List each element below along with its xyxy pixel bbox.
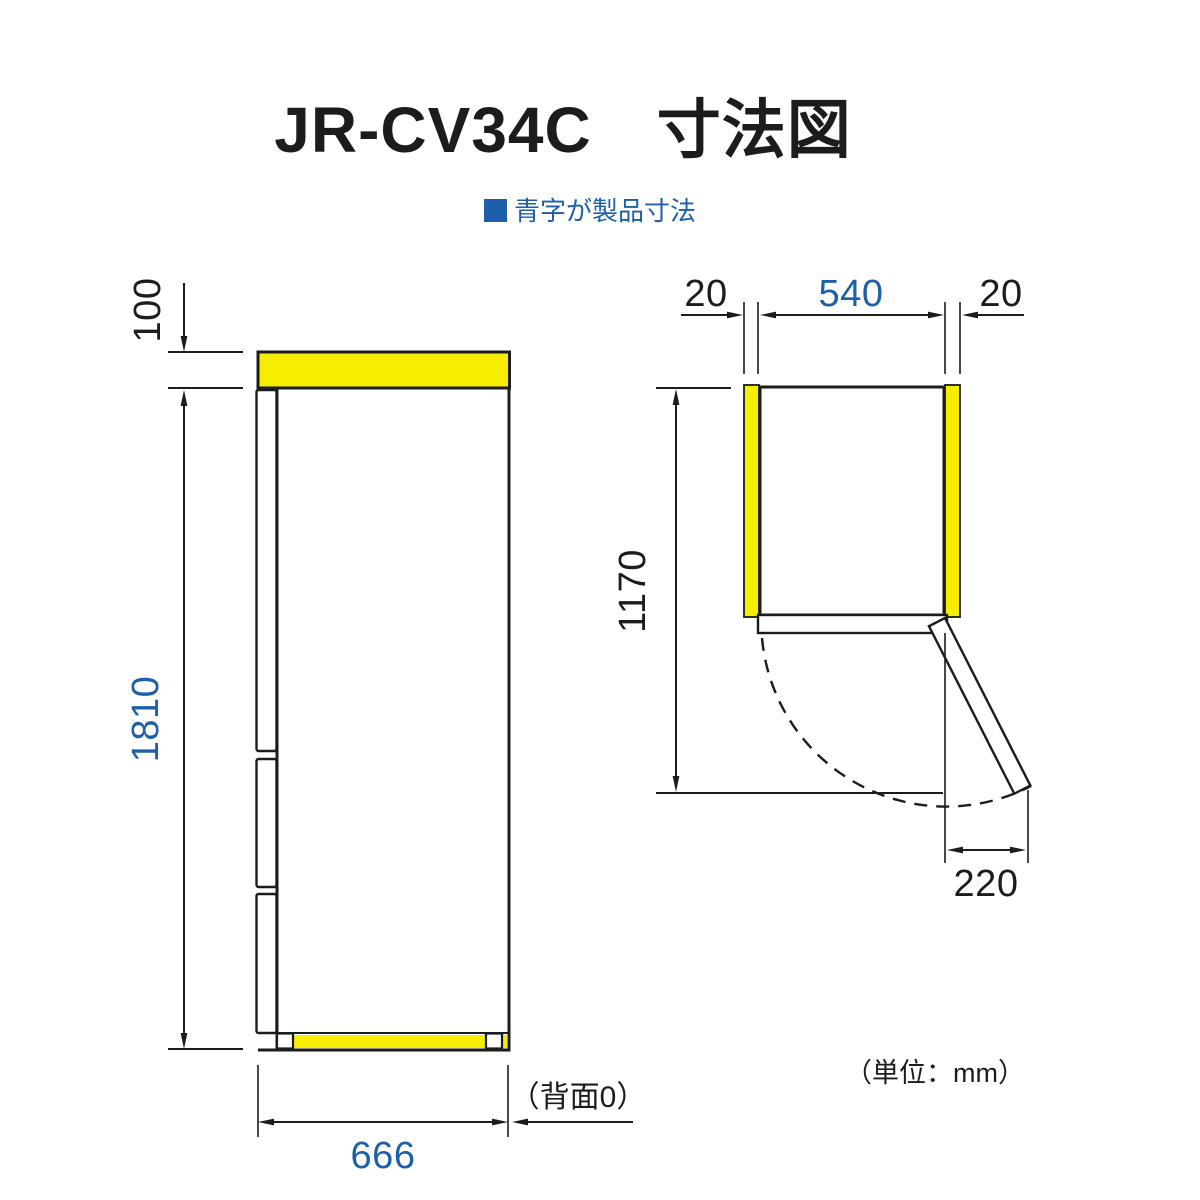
arrow-down-icon: [180, 336, 188, 352]
top-view-door-closed: [756, 613, 949, 635]
top-view-right-clearance: [944, 384, 961, 618]
unit-note: （単位：mm）: [845, 1058, 1025, 1088]
arrow-right-icon: [492, 1118, 508, 1126]
side-view-base-clearance: [279, 1035, 507, 1048]
door-swing-arc: [760, 637, 1032, 808]
rear-clearance-note: （背面0）: [510, 1081, 647, 1126]
arrow-down-icon: [180, 1033, 188, 1049]
side-view-bottom-drawer: [255, 892, 278, 1035]
rear-clearance-label: （背面0）: [510, 1081, 647, 1114]
top-view-left-clearance: [743, 384, 760, 618]
side-view-cabinet-body: [275, 386, 511, 1052]
dim-door-swing-label: 220: [954, 863, 1019, 905]
dim-top-clearance: 100: [127, 278, 243, 389]
arrow-up-icon: [180, 390, 188, 406]
dim-depth-open-label: 1170: [612, 549, 654, 633]
dim-door-swing: 220: [947, 790, 1029, 905]
dim-width-label: 540: [819, 273, 884, 315]
top-view-door-open: [927, 616, 1032, 796]
top-view-cabinet-body: [758, 385, 946, 617]
arrow-left-icon: [947, 846, 963, 854]
dim-height-label: 1810: [125, 676, 167, 763]
side-view-middle-drawer: [255, 757, 278, 889]
arrow-left-icon: [512, 1118, 528, 1126]
arrow-right-icon: [1010, 846, 1026, 854]
arrow-up-icon: [672, 389, 680, 405]
dim-depth: 666: [257, 1065, 509, 1177]
arrow-left-icon: [962, 311, 978, 319]
arrow-left-icon: [760, 311, 776, 319]
arrow-down-icon: [672, 776, 680, 792]
dim-left-clearance-label: 20: [684, 273, 727, 315]
side-view-front-foot: [275, 1032, 295, 1050]
dim-width-row: 20 540 20: [681, 273, 1024, 374]
side-view-top-clearance: [256, 350, 511, 390]
arrow-left-icon: [258, 1118, 274, 1126]
dim-depth-open: 1170: [612, 387, 943, 794]
dim-depth-label: 666: [351, 1135, 416, 1177]
legend-square-icon: [484, 199, 507, 222]
dim-top-clearance-label: 100: [127, 278, 169, 343]
dim-right-clearance-label: 20: [979, 273, 1022, 315]
side-view: 100 1810 666 （背面0）: [125, 278, 646, 1177]
side-view-fridge-door: [255, 388, 278, 753]
top-view: 20 540 20 1170 220: [612, 273, 1032, 905]
page-title: JR-CV34C 寸法図: [274, 94, 851, 166]
dim-height: 1810: [125, 390, 243, 1050]
side-view-rear-foot: [484, 1032, 504, 1050]
legend: 青字が製品寸法: [484, 196, 696, 226]
legend-label: 青字が製品寸法: [514, 196, 696, 226]
arrow-right-icon: [727, 311, 743, 319]
arrow-right-icon: [928, 311, 944, 319]
